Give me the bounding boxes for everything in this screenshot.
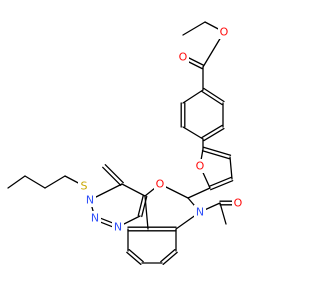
atom-label-background	[232, 196, 244, 210]
atom-label-background	[154, 177, 166, 191]
atom-label-background	[78, 179, 90, 193]
bond	[7, 175, 26, 189]
bond	[203, 127, 225, 142]
atom-label-background	[218, 25, 230, 39]
bond	[201, 124, 223, 139]
atom-label-o-acetyl: O	[234, 197, 243, 210]
bond	[102, 166, 122, 186]
atom-label-background	[112, 220, 124, 234]
bond	[182, 89, 204, 104]
bond	[187, 187, 211, 199]
atom-label-background	[194, 159, 206, 173]
atom-label-n-tri-1: N	[86, 194, 94, 207]
bond	[219, 202, 227, 225]
bond	[229, 156, 233, 180]
bond	[24, 175, 46, 189]
atom-label-n-tri-2: N	[91, 212, 99, 225]
atom-label-o-furan: O	[196, 160, 205, 173]
bond	[162, 251, 178, 266]
bond	[201, 150, 231, 160]
bond	[128, 248, 144, 263]
atom-label-s: S	[81, 180, 88, 193]
atom-label-o-carbonyl-ester: O	[179, 51, 188, 64]
atom-label-o-ester: O	[220, 26, 229, 39]
bond	[202, 146, 232, 156]
atom-label-background	[84, 193, 96, 207]
bond	[201, 90, 223, 106]
bond	[210, 180, 234, 191]
atom-label-background	[194, 205, 206, 219]
atom-label-background	[89, 211, 101, 225]
bond	[126, 251, 142, 266]
bond	[44, 175, 66, 189]
bond	[160, 248, 176, 263]
atom-label-n-tri-3: N	[114, 221, 122, 234]
atom-label-background	[177, 50, 189, 64]
bond	[137, 194, 144, 217]
bond	[203, 87, 225, 103]
atom-label-n-acetyl: N	[196, 206, 204, 219]
bond	[121, 183, 146, 197]
bond	[208, 176, 232, 187]
atom-label-o-ring: O	[156, 178, 165, 191]
bond	[104, 164, 124, 184]
bond	[182, 21, 206, 36]
bond	[141, 195, 148, 218]
bond	[182, 126, 204, 140]
